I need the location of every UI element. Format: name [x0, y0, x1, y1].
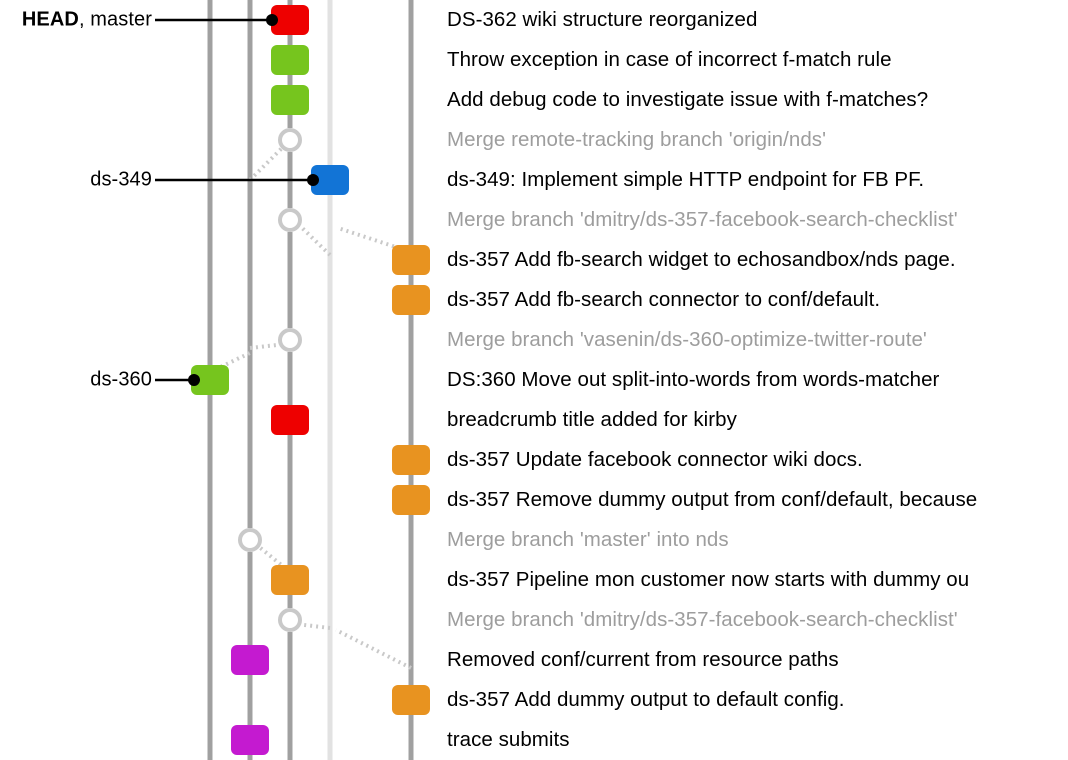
commit-node[interactable] [231, 725, 269, 755]
commit-message[interactable]: trace submits [447, 728, 570, 751]
commit-chip [231, 645, 269, 675]
merge-circle-icon [278, 328, 302, 352]
commit-message[interactable]: breadcrumb title added for kirby [447, 408, 737, 431]
merge-node[interactable] [278, 208, 302, 232]
commit-node[interactable] [271, 565, 309, 595]
commit-chip [271, 45, 309, 75]
merge-circle-icon [278, 208, 302, 232]
ref-label-text: ds-349 [90, 168, 152, 191]
merge-node[interactable] [278, 328, 302, 352]
commit-node[interactable] [271, 5, 309, 35]
commit-chip [271, 5, 309, 35]
commit-message[interactable]: ds-357 Add dummy output to default confi… [447, 688, 845, 711]
commit-chip [271, 565, 309, 595]
ref-label-bold: HEAD [21, 8, 79, 31]
commit-chip [392, 285, 430, 315]
commit-message[interactable]: Add debug code to investigate issue with… [447, 88, 929, 111]
commit-chip [392, 445, 430, 475]
commit-message[interactable]: Removed conf/current from resource paths [447, 648, 839, 671]
ref-anchor-dot [307, 174, 319, 186]
commit-message[interactable]: ds-357 Add fb-search widget to echosandb… [447, 248, 956, 271]
ref-label-ref-ds-349[interactable]: ds-349 [0, 169, 152, 192]
commit-message[interactable]: DS-362 wiki structure reorganized [447, 8, 758, 31]
commit-chip [191, 365, 229, 395]
commit-node[interactable] [191, 365, 229, 395]
commit-node[interactable] [271, 85, 309, 115]
commit-message[interactable]: Throw exception in case of incorrect f-m… [447, 48, 892, 71]
merge-parent-connector [295, 622, 331, 630]
commit-node[interactable] [392, 285, 430, 315]
ref-label-ref-ds-360[interactable]: ds-360 [0, 369, 152, 392]
merge-node[interactable] [278, 608, 302, 632]
commit-chip [392, 245, 430, 275]
commit-message[interactable]: ds-357 Pipeline mon customer now starts … [447, 568, 970, 591]
commit-node[interactable] [271, 405, 309, 435]
commit-message[interactable]: ds-357 Update facebook connector wiki do… [447, 448, 863, 471]
merge-circle-icon [238, 528, 262, 552]
commit-node[interactable] [392, 685, 430, 715]
commit-message[interactable]: ds-357 Add fb-search connector to conf/d… [447, 288, 881, 311]
merge-node[interactable] [278, 128, 302, 152]
commit-graph-canvas[interactable] [0, 0, 440, 760]
commit-chip [311, 165, 349, 195]
merge-parent-connector [294, 220, 332, 257]
merge-parent-connector [335, 628, 412, 670]
commit-chip [271, 85, 309, 115]
commit-node[interactable] [231, 645, 269, 675]
commit-message[interactable]: Merge branch 'dmitry/ds-357-facebook-sea… [447, 208, 958, 231]
commit-chip [392, 485, 430, 515]
ref-anchor-dot [266, 14, 278, 26]
commit-message[interactable]: ds-357 Remove dummy output from conf/def… [447, 488, 978, 511]
merge-circle-icon [278, 608, 302, 632]
commit-node[interactable] [392, 445, 430, 475]
commit-chip [392, 685, 430, 715]
ref-anchor-dot [188, 374, 200, 386]
commit-message[interactable]: Merge branch 'master' into nds [447, 528, 729, 551]
commit-message[interactable]: Merge remote-tracking branch 'origin/nds… [447, 128, 827, 151]
ref-label-text: ds-360 [90, 368, 152, 391]
ref-label-text: , master [78, 8, 152, 31]
commit-message[interactable]: ds-349: Implement simple HTTP endpoint f… [447, 168, 925, 191]
commit-node[interactable] [271, 45, 309, 75]
commit-node[interactable] [392, 485, 430, 515]
merge-node[interactable] [238, 528, 262, 552]
commit-message[interactable]: Merge branch 'dmitry/ds-357-facebook-sea… [447, 608, 958, 631]
commit-message[interactable]: DS:360 Move out split-into-words from wo… [447, 368, 940, 391]
commit-message[interactable]: Merge branch 'vasenin/ds-360-optimize-tw… [447, 328, 927, 351]
commit-node[interactable] [311, 165, 349, 195]
commit-chip [231, 725, 269, 755]
merge-circle-icon [278, 128, 302, 152]
ref-label-ref-head-master[interactable]: HEAD, master [0, 9, 152, 32]
merge-parent-connector [248, 142, 288, 182]
commit-node[interactable] [392, 245, 430, 275]
commit-chip [271, 405, 309, 435]
